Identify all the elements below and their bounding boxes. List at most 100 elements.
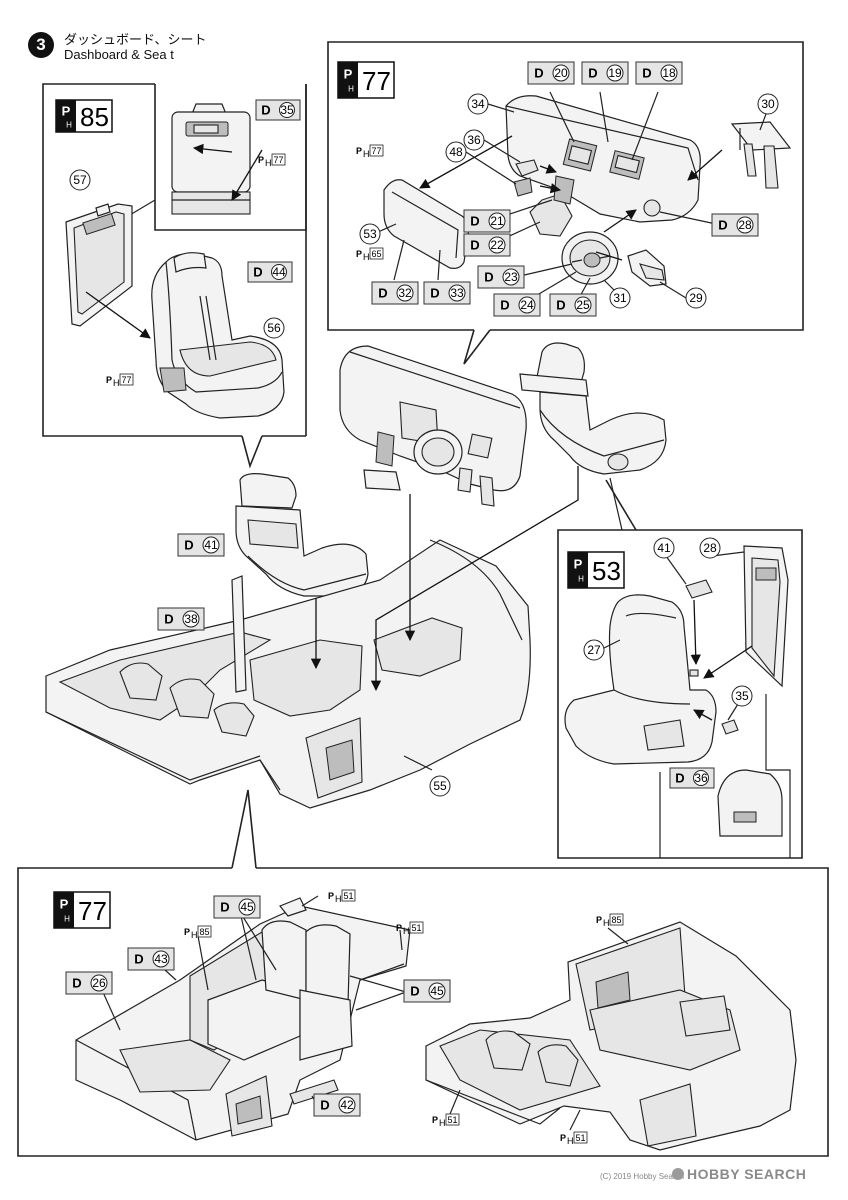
svg-text:H: H <box>578 575 584 584</box>
svg-text:H: H <box>64 915 70 924</box>
svg-text:P: P <box>328 891 334 901</box>
panel-ph77-dashboard <box>327 41 804 365</box>
svg-text:D: D <box>134 952 143 967</box>
d-tag-28-num: 28 <box>738 218 752 232</box>
part-36-num: 36 <box>467 133 481 147</box>
svg-text:H: H <box>403 926 410 936</box>
panel-ph77-bottom <box>17 789 829 1157</box>
headrest-inset <box>171 103 251 215</box>
steering-wheel-31 <box>561 231 619 285</box>
svg-text:D: D <box>410 984 419 999</box>
svg-text:H: H <box>191 930 198 940</box>
part-36: 36 <box>463 129 485 151</box>
part-55-num: 55 <box>433 779 447 793</box>
seat-right-middle <box>519 342 667 475</box>
svg-text:D: D <box>556 298 565 313</box>
d-tag-23-num: 23 <box>504 270 518 284</box>
step-number: 3 <box>36 35 46 54</box>
d-tag-24-num: 24 <box>520 298 534 312</box>
d-tag-36-num: 36 <box>694 771 708 785</box>
watermark-logo: HOBBY SEARCH <box>672 1166 806 1182</box>
seat-back-board-28 <box>743 545 789 688</box>
part-28-num: 28 <box>703 541 717 555</box>
d-tag-41-num: 41 <box>204 538 218 552</box>
part-number-circles: 57 56 34 30 36 48 53 31 29 55 41 28 27 3… <box>69 93 779 797</box>
svg-text:H: H <box>265 158 272 168</box>
part-31-num: 31 <box>613 291 627 305</box>
dashboard-34 <box>505 95 701 237</box>
part-48: 48 <box>445 141 467 163</box>
parts-41-35-small <box>685 579 739 735</box>
seat-27 <box>564 594 717 765</box>
svg-text:P: P <box>560 1133 566 1143</box>
svg-text:H: H <box>439 1118 446 1128</box>
part-35-num: 35 <box>735 689 749 703</box>
svg-text:D: D <box>378 286 387 301</box>
d-tag-44-num: 44 <box>272 265 286 279</box>
d-tag-45-b: D 45 <box>403 979 451 1003</box>
d-tag-19-num: 19 <box>608 66 622 80</box>
svg-text:P: P <box>432 1115 438 1125</box>
svg-text:H: H <box>363 149 370 159</box>
svg-text:H: H <box>335 894 342 904</box>
ph-label-85: P H 85 <box>55 99 113 133</box>
inset-d36 <box>659 694 791 858</box>
glovebox-53 <box>383 179 469 269</box>
pedals-30 <box>730 121 792 189</box>
part-30-num: 30 <box>761 97 775 111</box>
ph-small-51-text-d: 51 <box>575 1133 585 1143</box>
svg-text:D: D <box>261 103 270 118</box>
part-56: 56 <box>263 317 285 339</box>
ph-small-77-text-1: 77 <box>273 155 283 165</box>
svg-text:H: H <box>348 85 354 94</box>
svg-text:D: D <box>164 612 173 627</box>
interior-right <box>425 921 797 1151</box>
stalks-29 <box>627 249 667 287</box>
d-tag-45-a-num: 45 <box>240 900 254 914</box>
ph-small-51-text-c: 51 <box>447 1115 457 1125</box>
svg-text:H: H <box>567 1136 574 1146</box>
floor-tub-55 <box>45 539 531 809</box>
d-tag-20-num: 20 <box>554 66 568 80</box>
part-57: 57 <box>69 169 91 191</box>
ph-53-text: 53 <box>592 556 621 586</box>
svg-text:D: D <box>484 270 493 285</box>
part-31: 31 <box>609 287 631 309</box>
svg-text:D: D <box>470 214 479 229</box>
svg-text:P: P <box>106 375 112 385</box>
ph-77-top-text: 77 <box>362 66 391 96</box>
ph-small-85-text-a: 85 <box>199 927 209 937</box>
d-tag-45-b-num: 45 <box>430 984 444 998</box>
watermark-icon <box>672 1168 684 1180</box>
parts-36-48 <box>513 159 539 197</box>
svg-text:D: D <box>534 66 543 81</box>
part-56-num: 56 <box>267 321 281 335</box>
part-48-num: 48 <box>449 145 463 159</box>
step-title-jp: ダッシュボード、シート <box>64 33 207 48</box>
dashboard-assembled <box>339 345 527 507</box>
ph-label-77-top: P H 77 <box>337 61 395 99</box>
ph-85-text: 85 <box>80 102 109 132</box>
svg-text:P: P <box>596 915 602 925</box>
svg-text:D: D <box>72 976 81 991</box>
ph-small-51-text-a: 51 <box>343 891 353 901</box>
svg-text:P: P <box>62 104 71 119</box>
svg-text:D: D <box>588 66 597 81</box>
